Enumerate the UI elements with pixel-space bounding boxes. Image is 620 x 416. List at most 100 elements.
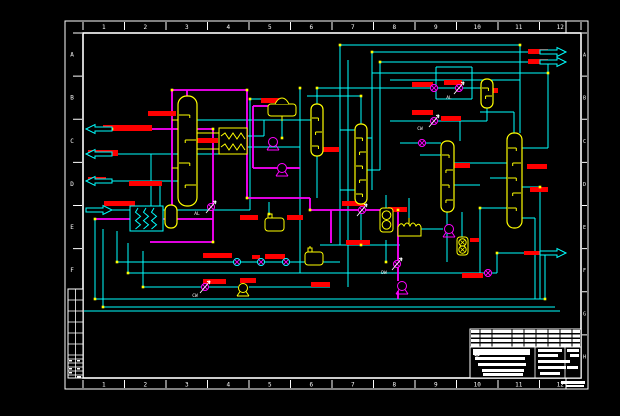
stream-tag[interactable] bbox=[103, 125, 152, 131]
title-text-bar bbox=[570, 354, 579, 357]
junction-dot bbox=[538, 185, 542, 189]
zone-number-top: 3 bbox=[185, 24, 189, 31]
vessel-2[interactable] bbox=[379, 207, 394, 233]
stream-tag[interactable] bbox=[528, 49, 548, 54]
zone-number-bottom: 1 bbox=[102, 382, 106, 389]
pump-casing bbox=[277, 163, 287, 173]
actuator-arrow bbox=[428, 114, 440, 128]
stream-tag[interactable] bbox=[287, 215, 303, 220]
pump-symbol[interactable] bbox=[236, 283, 250, 297]
outlet-arrow-left[interactable] bbox=[84, 123, 113, 135]
valve-symbol[interactable] bbox=[257, 258, 265, 266]
vessel-1[interactable] bbox=[480, 78, 494, 109]
stream-tag[interactable] bbox=[412, 82, 433, 87]
column-1[interactable] bbox=[177, 95, 198, 207]
tank-2[interactable] bbox=[264, 213, 285, 232]
column-2[interactable] bbox=[310, 103, 324, 157]
stream-tag[interactable] bbox=[530, 187, 548, 192]
pump-leg bbox=[284, 171, 289, 177]
title-text-bar bbox=[475, 357, 525, 360]
stream-tag[interactable] bbox=[524, 251, 542, 255]
outlet-arrow-left[interactable] bbox=[84, 148, 113, 160]
tank-1[interactable] bbox=[397, 222, 422, 237]
valve-label: CW bbox=[192, 293, 198, 299]
stream-tag[interactable] bbox=[129, 181, 162, 186]
zone-number-bottom: 11 bbox=[515, 382, 523, 389]
vessel-4[interactable] bbox=[164, 204, 178, 229]
stream-tag[interactable] bbox=[445, 163, 470, 168]
stream-tag[interactable] bbox=[342, 201, 365, 206]
outlet-arrow-left[interactable] bbox=[84, 175, 113, 187]
pump-symbol[interactable] bbox=[275, 163, 289, 177]
pump-leg bbox=[395, 289, 400, 295]
stream-tag[interactable] bbox=[311, 282, 330, 287]
valve-symbol[interactable] bbox=[418, 139, 426, 147]
control-valve-symbol[interactable] bbox=[199, 280, 211, 294]
pump-leg bbox=[266, 145, 271, 151]
pump-leg bbox=[275, 171, 280, 177]
zone-number-top: 7 bbox=[351, 24, 355, 31]
control-valve-symbol[interactable] bbox=[391, 257, 403, 271]
control-valve-symbol[interactable] bbox=[453, 81, 465, 95]
column-4[interactable] bbox=[440, 140, 455, 213]
outlet-arrow-right[interactable] bbox=[539, 56, 568, 68]
stream-tag[interactable] bbox=[441, 116, 461, 121]
control-valve-symbol[interactable] bbox=[205, 200, 217, 214]
column-3[interactable] bbox=[354, 123, 368, 205]
coil bbox=[220, 143, 246, 151]
pump-symbol[interactable] bbox=[266, 137, 280, 151]
zone-number-top: 5 bbox=[268, 24, 272, 31]
stream-tag[interactable] bbox=[319, 147, 339, 152]
stream-tag[interactable] bbox=[203, 253, 232, 258]
stream-tag[interactable] bbox=[104, 201, 135, 206]
inner-border bbox=[82, 32, 582, 379]
inlet-arrow[interactable] bbox=[85, 204, 114, 216]
pump-symbol[interactable] bbox=[442, 224, 456, 238]
control-valve-symbol[interactable] bbox=[428, 114, 440, 128]
stream-tag[interactable] bbox=[470, 238, 479, 242]
valve-symbol[interactable] bbox=[430, 84, 438, 92]
outlet-arrow-right[interactable] bbox=[539, 247, 568, 259]
exchanger-1[interactable] bbox=[218, 127, 248, 155]
stream-tag[interactable] bbox=[528, 59, 548, 64]
vessel-3[interactable] bbox=[456, 236, 469, 256]
stream-tag[interactable] bbox=[148, 111, 176, 116]
stream-tag[interactable] bbox=[412, 110, 433, 115]
column-3-shell bbox=[354, 123, 368, 205]
title-text-bar bbox=[567, 349, 579, 352]
valve-symbol[interactable] bbox=[484, 269, 492, 277]
zone-number-top: 10 bbox=[474, 24, 482, 31]
title-text-bar bbox=[538, 349, 562, 352]
stream-tag[interactable] bbox=[261, 98, 279, 103]
stream-tag[interactable] bbox=[240, 278, 256, 283]
sheet-number-text bbox=[566, 385, 584, 387]
junction-dot bbox=[211, 240, 215, 244]
zone-number-top: 1 bbox=[102, 24, 106, 31]
control-valve-symbol[interactable] bbox=[356, 203, 368, 217]
internal-circle bbox=[381, 219, 392, 230]
valve-symbol[interactable] bbox=[233, 258, 241, 266]
stream-tag[interactable] bbox=[203, 279, 226, 284]
stream-tag[interactable] bbox=[346, 240, 370, 245]
stream-tag[interactable] bbox=[194, 138, 218, 143]
valve-x bbox=[234, 259, 240, 265]
actuator-arrow bbox=[206, 280, 211, 282]
stream-tag[interactable] bbox=[252, 255, 260, 259]
column-5-shell bbox=[506, 132, 523, 229]
column-5[interactable] bbox=[506, 132, 523, 229]
outlet-arrow-right[interactable] bbox=[539, 46, 568, 58]
stream-tag[interactable] bbox=[527, 164, 547, 169]
stream-tag[interactable] bbox=[240, 215, 258, 220]
tank-3[interactable] bbox=[304, 247, 324, 266]
zone-letter-left: B bbox=[70, 95, 74, 102]
valve-label: AL bbox=[194, 211, 200, 217]
pump-symbol[interactable] bbox=[395, 281, 409, 295]
stream-tag[interactable] bbox=[444, 80, 462, 85]
stream-tag[interactable] bbox=[462, 273, 483, 278]
valve-symbol[interactable] bbox=[282, 258, 290, 266]
stream-tag[interactable] bbox=[265, 254, 285, 259]
drum-1[interactable] bbox=[267, 97, 297, 117]
exchanger-2[interactable] bbox=[129, 205, 164, 232]
